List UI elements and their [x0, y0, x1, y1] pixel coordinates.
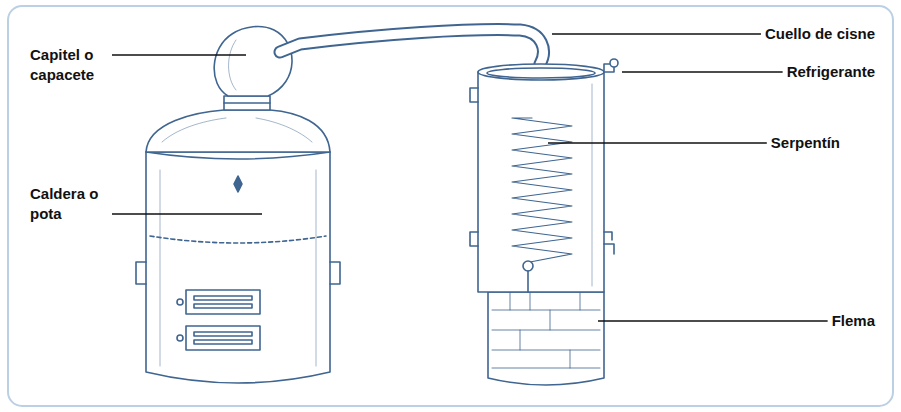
part-label: Serpentín — [771, 133, 840, 153]
part-label: Capitel o capacete — [30, 45, 108, 85]
leader-line — [598, 320, 828, 321]
leader-line — [112, 213, 262, 214]
part-label: Cuello de cisne — [765, 24, 875, 44]
part-label: Caldera o pota — [30, 184, 108, 224]
part-label: Refrigerante — [787, 62, 875, 82]
leader-line — [622, 71, 783, 72]
leader-line — [548, 142, 767, 143]
part-label: Flema — [832, 311, 875, 331]
leader-line — [552, 33, 761, 34]
leader-line — [112, 54, 246, 55]
